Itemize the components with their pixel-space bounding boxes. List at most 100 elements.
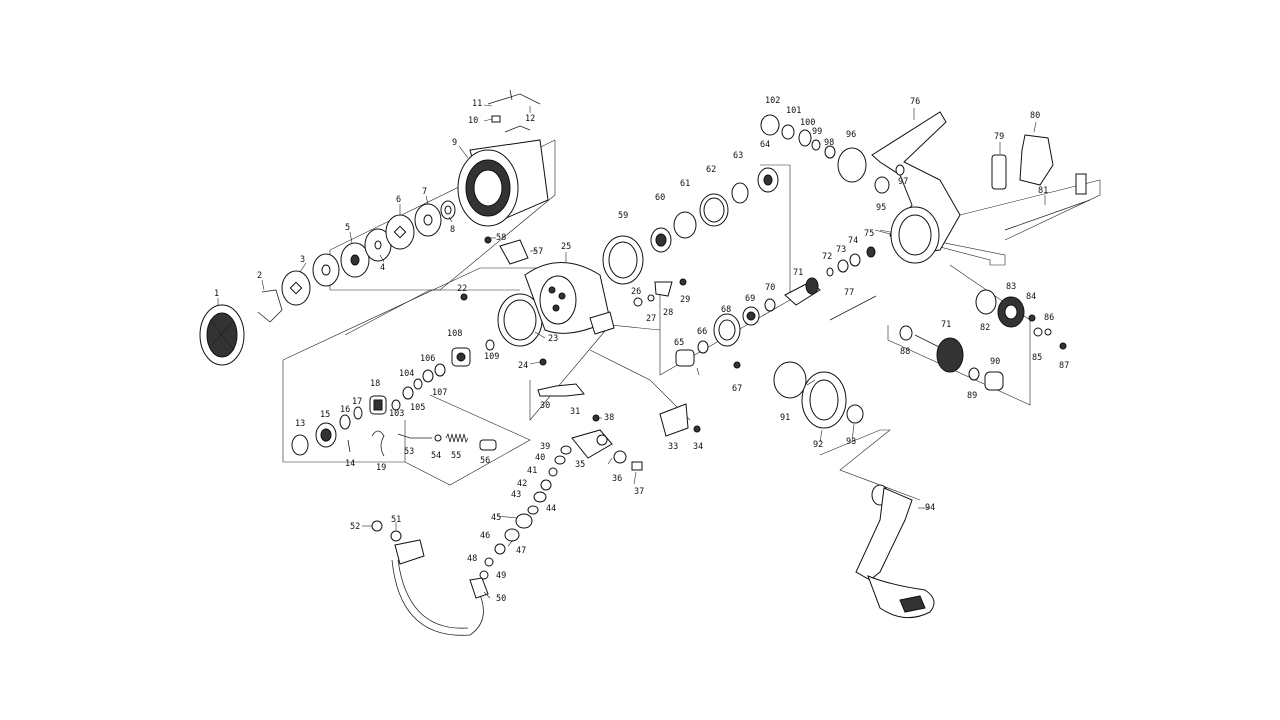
part-109-ring [485,339,495,351]
part-number-label: 37 [634,487,644,497]
part-number-label: 98 [824,138,834,148]
part-72-75-washers [826,246,876,277]
part-number-label: 25 [561,242,571,252]
part-number-label: 12 [525,114,535,124]
part-number-label: 69 [745,294,755,304]
part-number-label: 59 [618,211,628,221]
part-number-label: 4 [380,263,385,273]
part-number-label: 60 [655,193,665,203]
part-number-label: 24 [518,361,528,371]
part-number-label: 5 [345,223,350,233]
part-number-label: 65 [674,338,684,348]
part-number-label: 102 [765,96,780,106]
part-71a-pinion-gear [784,277,821,306]
part-number-label: 81 [1038,186,1048,196]
part-number-label: 99 [812,127,822,137]
group-outlines [282,139,1101,501]
part-number-label: 84 [1026,292,1036,302]
part-1-drag-knob [199,304,245,366]
part-23-rotor-ring [497,293,543,347]
part-number-label: 90 [990,357,1000,367]
part-25-rotor [524,262,615,335]
part-16-17-washers [339,406,363,430]
part-number-label: 38 [604,413,614,423]
part-number-label: 106 [420,354,435,364]
part-4-washer [312,253,340,287]
part-number-label: 105 [410,403,425,413]
part-103-107-washers [391,363,446,411]
part-number-label: 103 [389,409,404,419]
part-96-plate [837,147,867,183]
part-number-label: 40 [535,453,545,463]
part-83-gear [997,296,1025,328]
part-24-screw [539,358,547,366]
part-66-ring [697,340,709,354]
part-number-label: 35 [575,460,585,470]
part-number-label: 56 [480,456,490,466]
part-number-label: 68 [721,305,731,315]
part-number-label: 52 [350,522,360,532]
part-19-spring [371,430,385,457]
part-number-label: 80 [1030,111,1040,121]
part-number-label: 66 [697,327,707,337]
part-number-label: 100 [800,118,815,128]
part-22-screw [460,293,468,301]
part-93-washer [846,404,864,424]
part-92-side-cap [801,371,847,429]
part-number-label: 43 [511,490,521,500]
part-number-label: 11 [472,99,482,109]
part-84-87-small-parts [1028,314,1067,350]
part-number-label: 22 [457,284,467,294]
part-number-label: 87 [1059,361,1069,371]
part-number-label: 91 [780,413,790,423]
part-number-label: 97 [898,177,908,187]
part-number-label: 30 [540,401,550,411]
part-number-label: 29 [680,295,690,305]
part-81-rod [1004,173,1091,231]
part-number-label: 53 [404,447,414,457]
part-number-label: 64 [760,140,770,150]
part-number-label: 93 [846,437,856,447]
part-7-washer [414,203,442,237]
part-number-label: 85 [1032,353,1042,363]
part-number-label: 45 [491,513,501,523]
part-number-label: 108 [447,329,462,339]
part-26-29-bail-parts [633,278,687,307]
part-number-label: 94 [925,503,935,513]
part-number-label: 8 [450,225,455,235]
part-91-ring [773,361,807,399]
part-98-102-stack [760,114,836,159]
part-number-label: 27 [646,314,656,324]
part-14-screw [347,439,351,453]
part-13-ring [291,434,309,456]
part-number-label: 58 [496,233,506,243]
part-number-label: 23 [548,334,558,344]
part-number-label: 76 [910,97,920,107]
part-30-31-bail-trip [537,383,585,397]
part-6-washer [385,214,415,250]
part-number-label: 7 [422,187,427,197]
part-39-49-washers [479,445,572,580]
part-69-bearing [742,306,760,326]
part-70-ring [764,298,776,312]
part-number-label: 83 [1006,282,1016,292]
part-number-label: 36 [612,474,622,484]
part-number-label: 54 [431,451,441,461]
part-34-screw [693,425,701,433]
part-80-cover [1019,134,1054,186]
part-number-label: 41 [527,466,537,476]
part-number-label: 33 [668,442,678,452]
part-54-55-spring [434,432,469,444]
part-95-97-ring [874,164,905,194]
part-108-nut [451,347,471,367]
part-number-label: 39 [540,442,550,452]
part-67-screw [733,361,741,369]
part-number-label: 73 [836,245,846,255]
part-number-label: 89 [967,391,977,401]
part-number-label: 71 [941,320,951,330]
part-number-label: 48 [467,554,477,564]
part-number-label: 44 [546,504,556,514]
part-number-label: 51 [391,515,401,525]
